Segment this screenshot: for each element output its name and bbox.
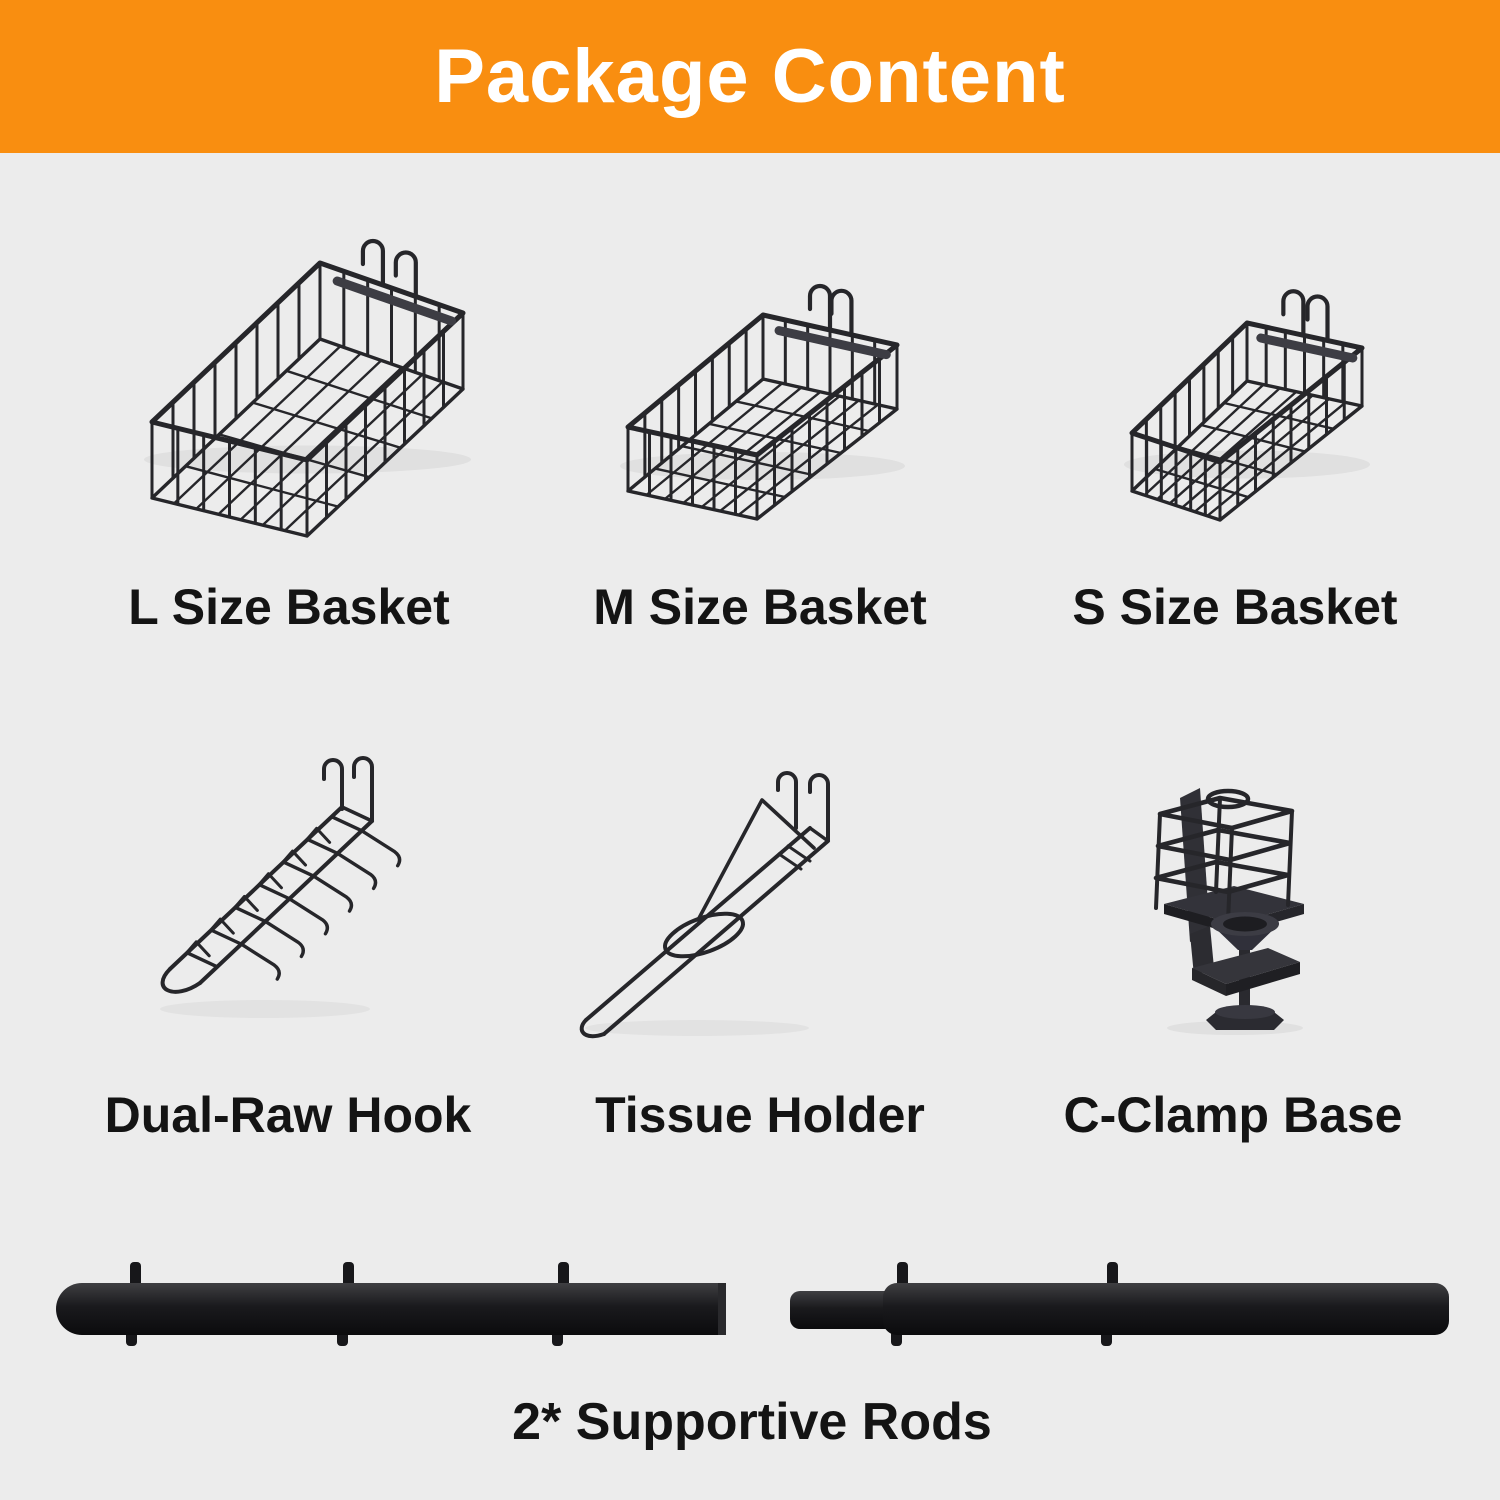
label-s-size-basket: S Size Basket — [1072, 579, 1398, 635]
c-clamp-base-image — [1153, 788, 1304, 1035]
l-size-basket-image — [144, 238, 471, 538]
supportive-rod-right-image — [790, 1262, 1449, 1346]
header-banner: Package Content — [0, 0, 1500, 153]
label-supportive-rods: 2* Supportive Rods — [512, 1393, 992, 1451]
label-m-size-basket: M Size Basket — [593, 579, 927, 635]
label-dual-raw-hook: Dual-Raw Hook — [104, 1087, 472, 1143]
page-title: Package Content — [434, 34, 1066, 119]
label-tissue-holder: Tissue Holder — [595, 1087, 925, 1143]
label-c-clamp-base: C-Clamp Base — [1063, 1087, 1403, 1143]
tissue-holder-image — [579, 771, 830, 1039]
m-size-basket-image — [620, 283, 905, 521]
dual-raw-hook-image — [160, 756, 402, 1018]
s-size-basket-image — [1124, 289, 1370, 522]
supportive-rod-left-image — [56, 1262, 726, 1346]
label-l-size-basket: L Size Basket — [128, 579, 450, 635]
